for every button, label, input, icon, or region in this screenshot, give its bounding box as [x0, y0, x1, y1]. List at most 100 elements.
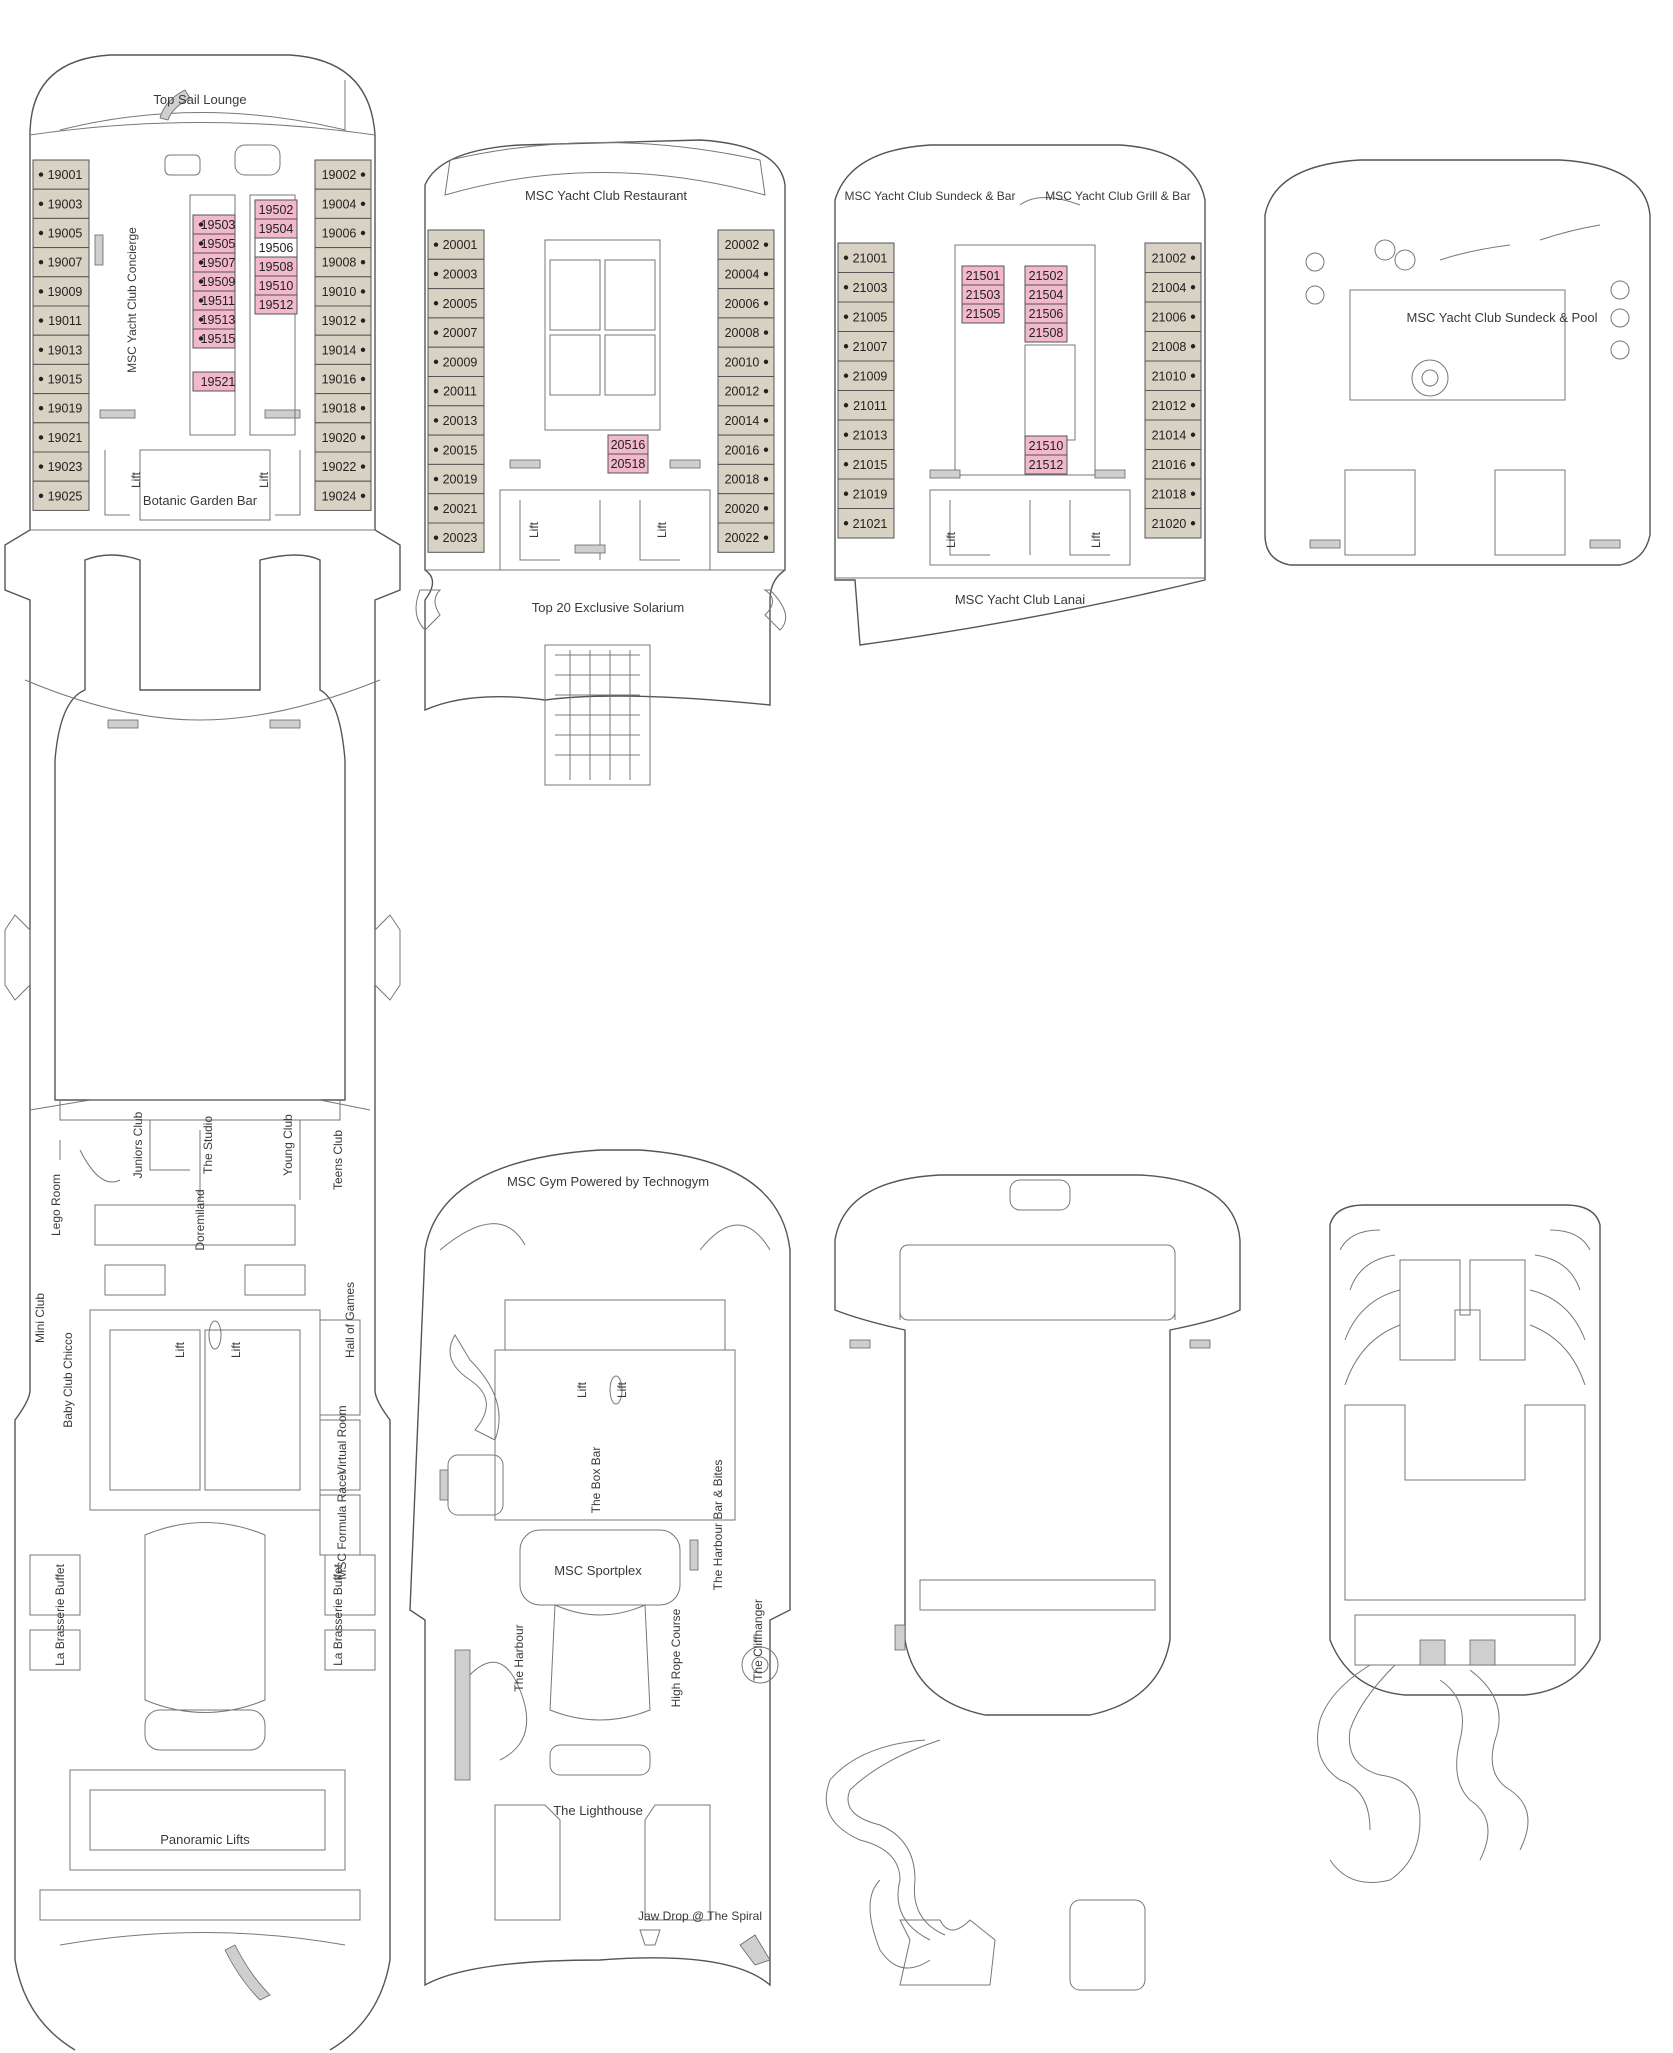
cabin-19512[interactable] — [254, 294, 298, 315]
cabin-number: 19502 — [259, 203, 294, 217]
cabin-21505[interactable] — [961, 303, 1005, 324]
lift-label: Lift — [257, 471, 271, 488]
cabin-number: 19011 — [48, 314, 82, 328]
cabin-marker — [843, 491, 849, 496]
cabin-number: 21007 — [853, 340, 888, 354]
cabin-marker — [1190, 521, 1196, 526]
cabin-marker — [843, 521, 849, 526]
lift-label: Lift — [527, 521, 541, 538]
cabin-marker — [433, 388, 439, 394]
cabin-number: 19020 — [322, 431, 357, 445]
cabin-number: 19021 — [48, 431, 83, 445]
cabin-marker — [843, 403, 849, 408]
cabin-marker — [360, 493, 366, 498]
cabin-marker — [360, 260, 366, 265]
cabin-marker — [38, 201, 44, 206]
cabin-number: 20013 — [443, 414, 478, 428]
cabin-21013[interactable] — [837, 419, 895, 450]
cabin-marker — [360, 230, 366, 236]
cabin-19025[interactable] — [32, 480, 90, 511]
cabin-marker — [360, 406, 366, 411]
cabin-number: 21006 — [1152, 310, 1187, 324]
cabin-number: 21508 — [1029, 326, 1064, 340]
cabin-number: 21013 — [853, 428, 888, 442]
cabin-marker — [198, 279, 204, 284]
cabin-number: 19512 — [259, 298, 294, 312]
cabin-number: 19504 — [259, 222, 294, 236]
cabin-marker — [1190, 344, 1196, 349]
top-20-solarium-label: Top 20 Exclusive Solarium — [532, 600, 684, 615]
cabin-marker — [433, 271, 439, 277]
cabin-number: 20001 — [443, 238, 478, 252]
cabin-number: 21510 — [1029, 439, 1064, 453]
cabin-number: 19513 — [201, 313, 236, 327]
brasserie-buffet-port-label: La Brasserie Buffet — [53, 1563, 67, 1666]
deck-sport-labels: MSC Gym Powered by Technogym Lift Lift T… — [507, 1174, 765, 1923]
cabin-number: 19001 — [48, 168, 83, 182]
cabin-number: 19010 — [322, 285, 357, 299]
cabin-number: 20006 — [725, 297, 760, 311]
cabin-number: 20023 — [443, 531, 478, 545]
cabin-marker — [433, 447, 439, 452]
cabin-marker — [360, 435, 366, 440]
cabin-number: 20016 — [725, 443, 760, 457]
cabin-20518[interactable] — [607, 453, 649, 474]
lift-label: Lift — [575, 1381, 589, 1398]
cabin-marker — [38, 260, 44, 265]
cabin-marker — [38, 347, 44, 352]
the-lighthouse-label: The Lighthouse — [553, 1803, 643, 1818]
cabin-number: 19008 — [322, 256, 357, 270]
cabin-number: 20005 — [443, 297, 478, 311]
lift-label: Lift — [615, 1381, 629, 1398]
cabin-number: 21010 — [1152, 369, 1187, 383]
cabin-marker — [433, 242, 439, 247]
lift-label: Lift — [944, 531, 958, 548]
cabin-number: 19004 — [322, 197, 357, 211]
lift-label: Lift — [1089, 531, 1103, 548]
brasserie-buffet-starboard-label: La Brasserie Buffet — [331, 1563, 345, 1666]
cabin-21508[interactable] — [1024, 322, 1068, 343]
cabin-marker — [360, 318, 366, 323]
deck-21-labels: MSC Yacht Club Sundeck & Bar MSC Yacht C… — [845, 189, 1191, 607]
cabin-number: 21021 — [853, 517, 888, 531]
cabin-number: 21004 — [1152, 281, 1187, 295]
cabin-21020[interactable] — [1144, 508, 1202, 539]
cabin-number: 19506 — [259, 241, 294, 255]
cabin-marker — [843, 373, 849, 378]
cabin-20022[interactable] — [717, 522, 775, 553]
cabin-number: 19521 — [201, 375, 236, 389]
the-box-bar-label: The Box Bar — [589, 1447, 603, 1514]
cabin-20009[interactable] — [427, 346, 485, 378]
cabin-number: 20019 — [443, 473, 478, 487]
young-club-label: Young Club — [281, 1114, 295, 1176]
doremiland-label: Doremiland — [193, 1189, 207, 1250]
cabin-marker — [763, 476, 769, 482]
cabin-number: 19024 — [322, 489, 357, 503]
deck-22-labels: MSC Yacht Club Sundeck & Pool — [1406, 310, 1597, 325]
cabin-marker — [1190, 285, 1196, 290]
cabin-21512[interactable] — [1024, 454, 1068, 475]
cabin-marker — [433, 359, 439, 365]
cabin-marker — [360, 376, 366, 382]
cabin-marker — [1190, 255, 1196, 260]
cabin-number: 19014 — [322, 343, 357, 357]
deck-20-cabins-port: 2000120003200052000720009200112001320015… — [427, 229, 485, 553]
cabin-number: 19510 — [259, 279, 294, 293]
hall-of-games-label: Hall of Games — [343, 1282, 357, 1358]
cabin-marker — [198, 298, 204, 303]
cabin-number: 21005 — [853, 310, 888, 324]
cabin-19521[interactable] — [192, 371, 236, 392]
cabin-19515[interactable] — [192, 328, 236, 349]
formula-racer-label: MSC Formula Racer — [335, 1470, 349, 1579]
cabin-marker — [360, 201, 366, 206]
cabin-marker — [843, 432, 849, 437]
cabin-number: 20012 — [725, 385, 760, 399]
cabin-marker — [433, 506, 439, 511]
deck-21-cabins-port: 2100121003210052100721009210112101321015… — [837, 242, 895, 539]
cabin-marker — [763, 330, 769, 335]
cabin-number: 20002 — [725, 238, 760, 252]
cabin-marker — [763, 388, 769, 394]
